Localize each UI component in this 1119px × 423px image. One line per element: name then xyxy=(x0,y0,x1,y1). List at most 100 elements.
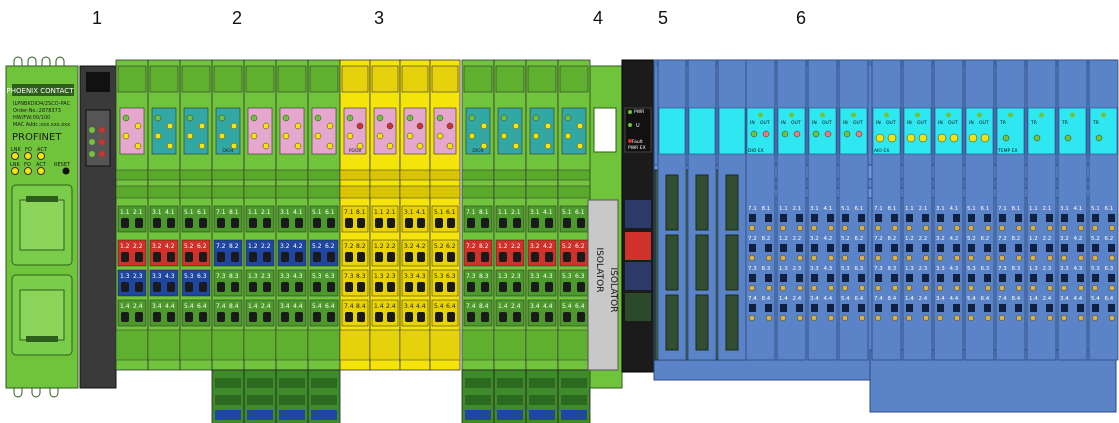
ext-terminal xyxy=(215,378,241,388)
terminal-label: 5.4 xyxy=(434,303,444,310)
ex-screw xyxy=(827,284,835,292)
ex-terminal-label: 5.1 xyxy=(1091,206,1100,212)
terminal-hole xyxy=(313,282,321,292)
ex-screw xyxy=(998,224,1006,232)
ex-terminal-label: 8.2 xyxy=(888,236,897,242)
status-led xyxy=(436,114,444,122)
status-led xyxy=(314,132,322,140)
ex-terminal-hole xyxy=(796,274,803,282)
ex-terminal-label: 1.2 xyxy=(779,236,788,242)
terminal-label: 2.1 xyxy=(261,209,271,216)
ex-screw xyxy=(1077,254,1085,262)
ex-dark-panel xyxy=(665,174,679,231)
ex-terminal-label: 1.3 xyxy=(1029,266,1038,272)
terminal-hole xyxy=(167,282,175,292)
ex-terminal-label: 5.1 xyxy=(841,206,850,212)
ext-terminal xyxy=(247,410,273,420)
ex-terminal-label: 5.2 xyxy=(967,236,976,242)
ex-module-label: TEMP EX xyxy=(997,148,1018,154)
section-number-2: 2 xyxy=(232,8,243,28)
terminal-hole xyxy=(167,312,175,322)
ex-screw xyxy=(765,314,773,322)
terminal-label: 4.1 xyxy=(293,209,303,216)
terminal-label: 2.1 xyxy=(386,209,396,216)
rail xyxy=(275,169,309,181)
ex-terminal-label: 1.4 xyxy=(1029,296,1038,302)
reset-button[interactable] xyxy=(62,167,70,175)
rail xyxy=(339,169,371,181)
ex-terminal-label: 7.3 xyxy=(874,266,883,272)
terminal-hole xyxy=(327,252,335,262)
terminal-hole xyxy=(481,252,489,262)
ex-terminal-label: 3.1 xyxy=(1060,206,1069,212)
ext-terminal xyxy=(497,395,523,405)
ex-terminal-hole xyxy=(968,244,975,252)
status-led xyxy=(406,114,414,122)
ex-screw xyxy=(1046,254,1054,262)
ex-terminal-hole xyxy=(1030,244,1037,252)
ex-in-label: IN xyxy=(781,120,786,126)
ex-terminal-label: 5.3 xyxy=(967,266,976,272)
ex-terminal-label: 5.1 xyxy=(967,206,976,212)
ex-screw xyxy=(1091,284,1099,292)
ex-terminal-hole xyxy=(827,304,834,312)
ex-terminal-label: 4.3 xyxy=(950,266,959,272)
ext-terminal xyxy=(529,378,555,388)
coupler-hwfw: HW/FW:00/100 xyxy=(13,115,50,121)
terminal-hole xyxy=(387,218,395,228)
terminal-hole xyxy=(467,252,475,262)
led-label-act-2: ACT xyxy=(36,162,47,168)
ex-tr-label: TR xyxy=(999,120,1006,126)
terminal-hole xyxy=(217,218,225,228)
led-act-1 xyxy=(37,152,45,160)
slice-header xyxy=(181,65,211,93)
ex-screw xyxy=(841,314,849,322)
section-number-6: 6 xyxy=(796,8,807,28)
ex-terminal-label: 5.4 xyxy=(841,296,850,302)
ex-led xyxy=(1101,112,1106,118)
ex-out-label: OUT xyxy=(979,120,989,126)
ex-terminal-label: 1.1 xyxy=(1029,206,1038,212)
terminal-label: 8.4 xyxy=(479,303,489,310)
ex-terminal-hole xyxy=(1030,304,1037,312)
ex-terminal-label: 6.4 xyxy=(1105,296,1114,302)
slice-footer xyxy=(115,329,149,361)
ext-terminal xyxy=(279,378,305,388)
terminal-hole xyxy=(135,252,143,262)
terminal-hole xyxy=(531,218,539,228)
ex-screw xyxy=(779,224,787,232)
ex-screw xyxy=(1060,284,1068,292)
ex-screw xyxy=(1108,254,1116,262)
slice-header xyxy=(527,65,557,93)
ex-terminal-label: 4.4 xyxy=(950,296,959,302)
terminal-hole xyxy=(545,218,553,228)
ex-terminal-label: 1.3 xyxy=(905,266,914,272)
terminal-label: 3.1 xyxy=(404,209,414,216)
terminal-label: 2.2 xyxy=(386,243,396,250)
led-act-2 xyxy=(37,167,45,175)
terminal-hole xyxy=(545,312,553,322)
terminal-label: 8.3 xyxy=(229,273,239,280)
ex-terminal-hole xyxy=(1061,304,1068,312)
status-led xyxy=(154,132,162,140)
terminal-hole xyxy=(405,218,413,228)
terminal-hole xyxy=(481,218,489,228)
terminal-label: 2.1 xyxy=(511,209,521,216)
terminal-label: 5.4 xyxy=(312,303,322,310)
ex-dark-panel xyxy=(695,174,709,231)
terminal-hole xyxy=(135,312,143,322)
ex-screw xyxy=(998,254,1006,262)
led-label-lnk-2: LNK xyxy=(10,162,21,168)
ex-terminal-hole xyxy=(999,214,1006,222)
status-led xyxy=(436,132,444,140)
ex-terminal-label: 8.4 xyxy=(1012,296,1021,302)
ex-screw xyxy=(953,284,961,292)
status-led xyxy=(122,114,130,122)
terminal-label: 2.4 xyxy=(511,303,521,310)
slice-header xyxy=(371,65,399,93)
